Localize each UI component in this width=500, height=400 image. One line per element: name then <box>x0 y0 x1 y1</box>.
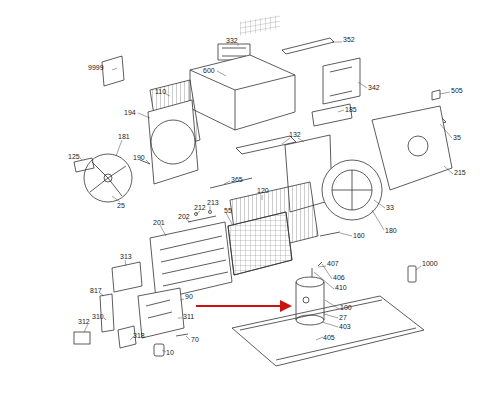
callout-number: 125 <box>68 153 80 161</box>
callout-number: 311 <box>183 313 194 321</box>
callout-number: 160 <box>353 232 365 240</box>
callout-number: 27 <box>339 314 347 322</box>
callout-number: 405 <box>323 334 335 342</box>
callout-number: 120 <box>257 187 269 195</box>
callout-number: 352 <box>343 36 355 44</box>
callout-number: 10 <box>166 349 174 357</box>
callout-number: 25 <box>117 202 125 210</box>
callout-number: 70 <box>191 336 199 344</box>
callout-number: 215 <box>454 169 466 177</box>
callout-number: 55 <box>224 207 232 215</box>
callout-number: 817 <box>90 287 102 295</box>
callout-number: 194 <box>124 109 136 117</box>
callout-number: 180 <box>385 227 397 235</box>
callout-number: 9999 <box>88 64 104 72</box>
callout-number: 318 <box>133 332 145 340</box>
callout-number: 33 <box>386 204 394 212</box>
callout-number: 181 <box>118 133 130 141</box>
callout-number: 212 <box>194 204 206 212</box>
callout-number: 185 <box>345 106 357 114</box>
callout-number: 1000 <box>422 260 438 268</box>
callout-number: 600 <box>203 67 215 75</box>
callout-number: 312 <box>78 318 90 326</box>
callout-number: 310 <box>92 313 104 321</box>
callout-number: 406 <box>333 274 345 282</box>
callout-number: 213 <box>207 199 219 207</box>
callout-number: 132 <box>289 131 301 139</box>
callout-number: 202 <box>178 213 190 221</box>
callout-number: 100 <box>340 304 352 312</box>
callout-number: 201 <box>153 219 165 227</box>
callout-number: 313 <box>120 253 132 261</box>
callout-number: 190 <box>133 154 145 162</box>
callout-number: 365 <box>231 176 243 184</box>
callout-number: 342 <box>368 84 380 92</box>
callout-number: 332 <box>226 37 238 45</box>
callout-number: 410 <box>335 284 347 292</box>
callout-number: 35 <box>453 134 461 142</box>
callout-number: 403 <box>339 323 351 331</box>
callout-number: 407 <box>327 260 339 268</box>
callout-number: 505 <box>451 87 463 95</box>
callout-number: 90 <box>185 293 193 301</box>
callout-number: 110 <box>155 88 166 96</box>
